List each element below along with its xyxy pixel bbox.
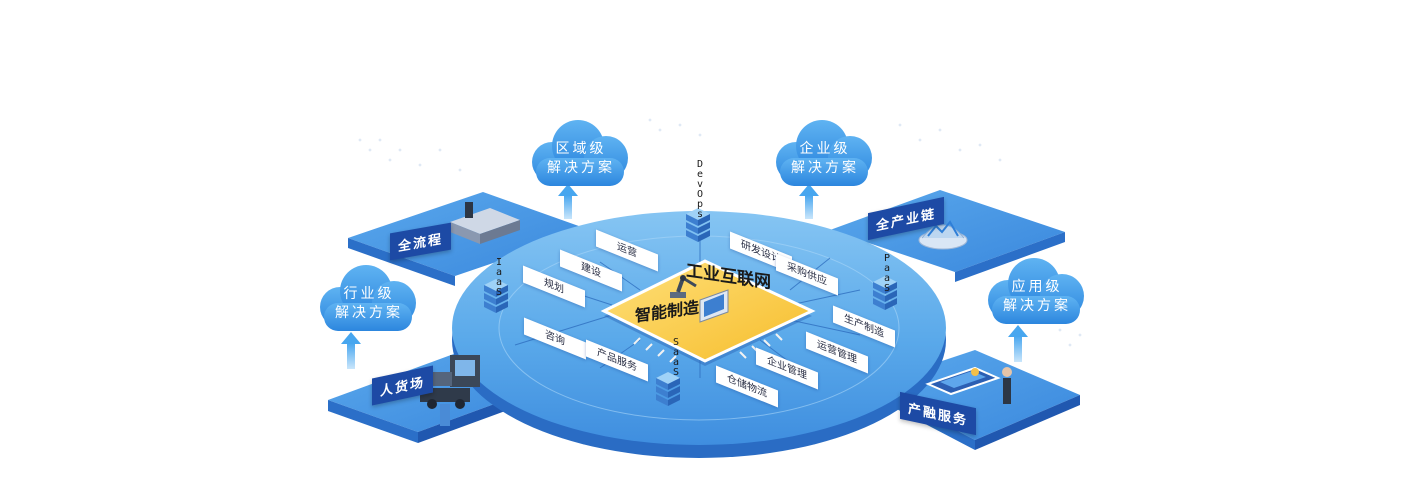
cloud-regional-line1: 区域级 [555,141,607,157]
cloud-enterprise-line2: 解决方案 [791,160,859,176]
cloud-enterprise-line1: 企业级 [799,141,851,157]
cloud-enterprise [776,120,872,186]
monitor-icon [699,289,729,323]
cloud-regional-line2: 解决方案 [547,160,615,176]
cloud-application-text: 应用级 解决方案 [1002,278,1072,316]
cloud-regional [532,120,628,186]
arrow-industry [341,332,361,369]
layer-label-devops: DevOps [696,159,704,220]
cloud-enterprise-text: 企业级 解决方案 [790,140,860,178]
cloud-industry-line2: 解决方案 [335,305,403,321]
cloud-application-line1: 应用级 [1011,279,1063,295]
forklift-icon [420,355,480,426]
arrow-regional [558,184,578,219]
layer-label-paas: PaaS [883,253,891,294]
layer-label-saas: SaaS [672,337,680,378]
conveyor-machine-icon [450,202,520,244]
cloud-industry [320,265,416,331]
chip [600,259,816,366]
robot-arm-icon [670,275,697,298]
radar-dome-icon [918,220,968,250]
arrow-enterprise [799,184,819,219]
cloud-application-line2: 解决方案 [1003,298,1071,314]
cloud-industry-text: 行业级 解决方案 [334,285,404,323]
cloud-application [988,258,1084,324]
world-map-dots [358,118,1082,347]
tablet-person-icon [925,366,1012,404]
arrow-application [1008,325,1028,362]
cloud-regional-text: 区域级 解决方案 [546,140,616,178]
layer-label-iaas: IaaS [495,257,503,298]
cloud-industry-line1: 行业级 [343,286,395,302]
